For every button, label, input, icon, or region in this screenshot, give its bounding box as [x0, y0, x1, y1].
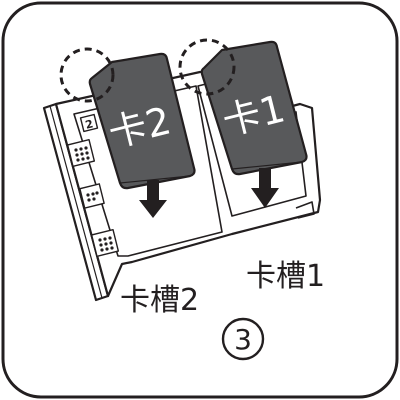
sim-card-2-edge: [119, 175, 191, 184]
down-arrow-icon: [251, 168, 279, 208]
sim-card-2: 卡2: [88, 52, 196, 190]
sim-card-1: 卡1: [200, 40, 308, 176]
down-arrow-icon: [139, 180, 167, 218]
dashed-circle-icon: [59, 47, 115, 103]
dashed-circle-icon: [178, 38, 236, 96]
tray-slot-number: 2: [84, 117, 95, 131]
step-number: 3: [234, 323, 252, 356]
slot-1-label: 卡槽1: [246, 259, 325, 294]
slot-1-notch: [295, 201, 315, 219]
step-indicator: 3: [221, 317, 265, 361]
tray-slot-marker: [79, 113, 99, 133]
step-circle: [221, 317, 265, 361]
slot-2-label: 卡槽2: [120, 283, 199, 318]
sim-card-1-edge: [231, 161, 303, 170]
contact-pins: [74, 146, 114, 252]
tray-edge-inner: [49, 105, 103, 299]
